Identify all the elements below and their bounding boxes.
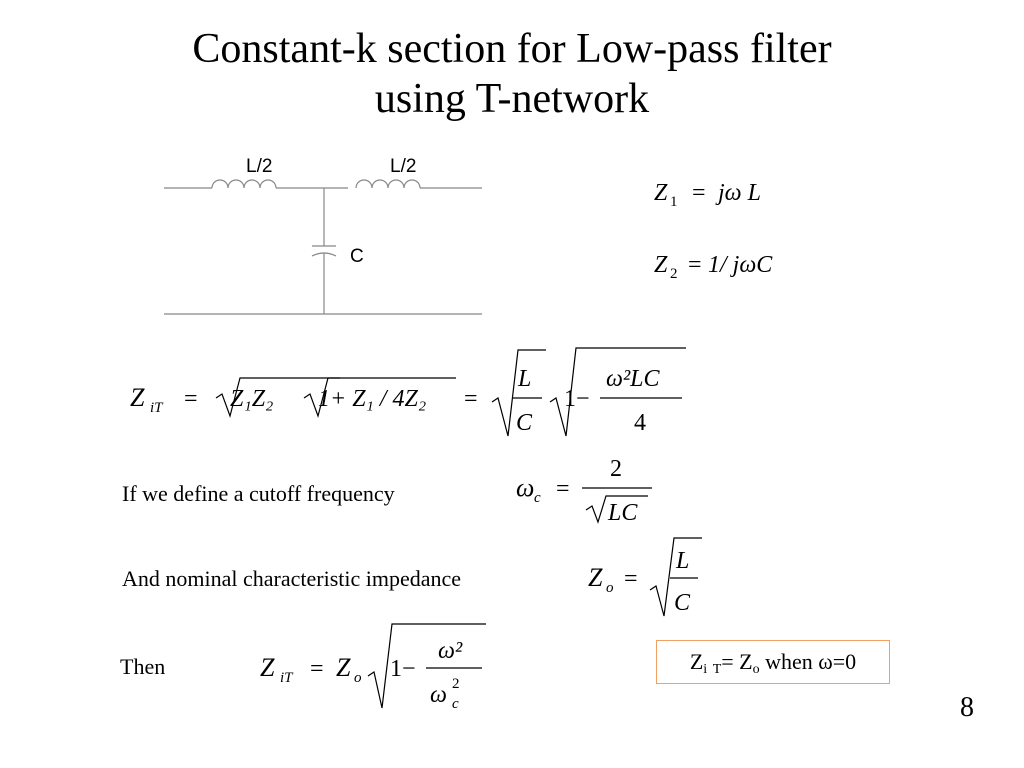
- inductor-2-label: L/2: [390, 156, 416, 177]
- note-tail: when ω=0: [759, 649, 857, 674]
- cutoff-equation: ω c = 2 LC: [516, 456, 652, 526]
- z1-subscript: 1: [670, 194, 678, 210]
- inductor-1: [211, 179, 277, 189]
- then-sqrt-sign: [367, 623, 486, 709]
- nominal-numerator: L: [675, 548, 689, 574]
- note-z: Z: [689, 649, 704, 674]
- then-numerator: ω²: [438, 638, 463, 664]
- note-sub-i: i: [703, 662, 708, 677]
- z1-equals: =: [692, 180, 706, 206]
- note-eq: = Z: [721, 649, 753, 674]
- then-denominator-omega: ω: [430, 682, 447, 708]
- title-line-2: using T-network: [374, 76, 650, 122]
- t-network-circuit: L/2 L/2 C: [164, 156, 482, 315]
- ziT-num: ω²LC: [606, 366, 660, 392]
- nominal-equals: =: [624, 566, 638, 592]
- cutoff-sqrt-sign: [585, 495, 648, 524]
- z1-symbol: Z: [654, 180, 668, 206]
- ziT-root2: 1+ Z₁ / 4Z₂: [318, 386, 426, 412]
- ziT-equation: Z iT = Z₁Z₂ 1+ Z₁ / 4Z₂ = L C 1− ω²LC 4: [130, 347, 686, 437]
- nominal-equation: Z o = L C: [588, 537, 702, 617]
- sqrt-sign-4: [549, 347, 686, 437]
- then-one-minus: 1−: [390, 656, 416, 682]
- cutoff-text: If we define a cutoff frequency: [122, 481, 395, 506]
- then-denominator-superscript: 2: [452, 676, 460, 692]
- capacitor-label: C: [350, 246, 364, 267]
- ziT-z1z2: Z₁Z₂: [230, 386, 273, 412]
- nominal-sqrt-sign: [649, 537, 702, 617]
- cutoff-equals: =: [556, 476, 570, 502]
- note-sub-t: T: [712, 662, 722, 677]
- ziT-symbol: Z: [130, 383, 145, 412]
- z1-equation: Z 1 = jω L: [654, 180, 761, 210]
- then-zo-subscript: o: [354, 670, 362, 686]
- sqrt-sign-1: [215, 377, 340, 419]
- note-sub-o: o: [752, 662, 760, 677]
- ziT-subscript: iT: [150, 400, 164, 416]
- z2-symbol: Z: [654, 252, 668, 278]
- ziT-one-minus: 1−: [564, 386, 590, 412]
- title-line-1: Constant-k section for Low-pass filter: [192, 26, 832, 72]
- then-z-subscript: iT: [280, 670, 294, 686]
- then-equals: =: [310, 656, 324, 682]
- ziT-equals-1: =: [184, 386, 198, 412]
- nominal-denominator: C: [674, 590, 691, 616]
- cutoff-numerator: 2: [610, 456, 622, 482]
- z2-equals: =: [688, 252, 702, 278]
- ziT-den: 4: [634, 410, 646, 436]
- ziT-frac-num: L: [517, 366, 531, 392]
- nominal-text: And nominal characteristic impedance: [122, 566, 462, 591]
- zo-symbol: Z: [588, 563, 603, 592]
- ziT-equals-2: =: [464, 386, 478, 412]
- sqrt-sign-3: [491, 349, 546, 437]
- inductor-1-label: L/2: [246, 156, 272, 177]
- ziT-frac-den: C: [516, 410, 533, 436]
- z1-rhs: jω L: [715, 180, 761, 206]
- then-text: Then: [120, 654, 166, 679]
- inductor-2: [355, 179, 421, 189]
- note-box: Zi T= Zo when ω=0: [656, 640, 890, 684]
- page-number: 8: [960, 692, 974, 723]
- sqrt-sign-2: [303, 377, 456, 419]
- z2-subscript: 2: [670, 266, 678, 282]
- then-z-symbol: Z: [260, 653, 275, 682]
- then-denominator-subscript: c: [452, 696, 459, 712]
- then-zo-symbol: Z: [336, 653, 351, 682]
- cutoff-denominator: LC: [607, 500, 638, 526]
- zo-subscript: o: [606, 580, 614, 596]
- z2-equation: Z 2 = 1/ jωC: [654, 252, 773, 282]
- z2-rhs: 1/ jωC: [708, 252, 773, 278]
- omega-c-symbol: ω: [516, 473, 534, 502]
- slide-title: Constant-k section for Low-pass filter u…: [0, 24, 1024, 124]
- then-equation: Z iT = Z o 1− ω² ω 2 c: [260, 623, 486, 712]
- omega-c-subscript: c: [534, 490, 541, 506]
